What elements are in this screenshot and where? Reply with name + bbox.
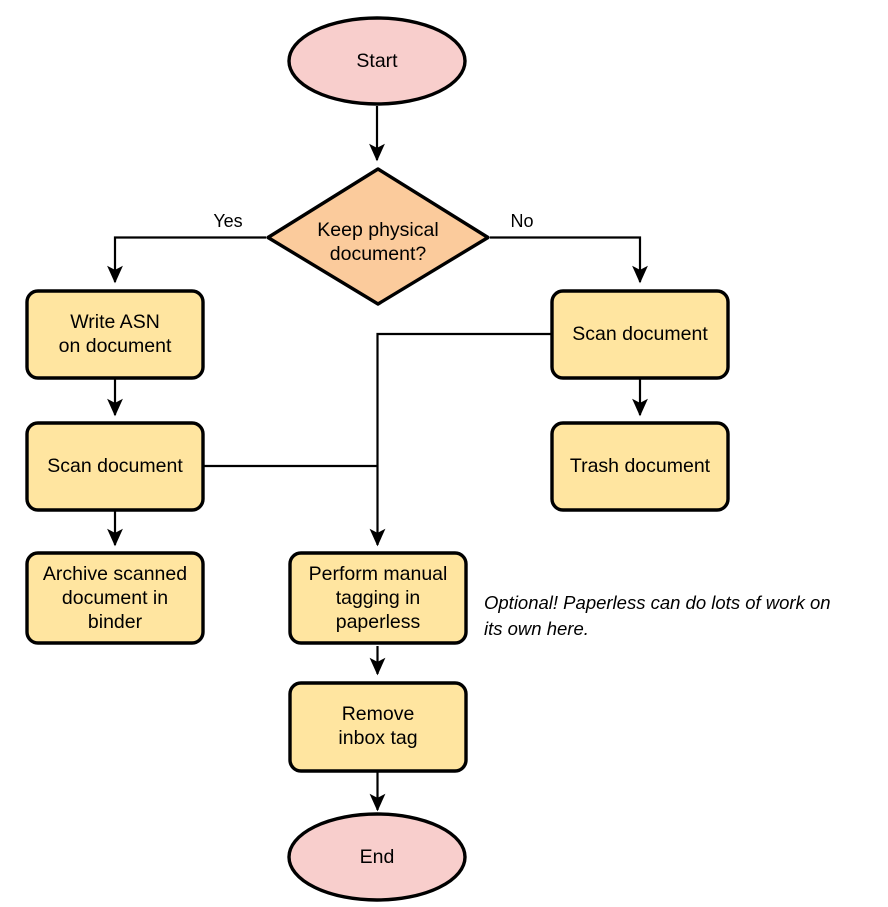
remove-inbox-label-line-2: inbox tag: [338, 727, 417, 749]
remove-inbox-tag-box[interactable]: [288, 681, 468, 773]
node-end[interactable]: End: [287, 812, 467, 902]
tagging-label-line-3: paperless: [336, 611, 421, 633]
write-asn-label-line-2: on document: [59, 335, 172, 357]
node-trash-document[interactable]: Trash document: [550, 421, 730, 512]
tagging-label-line-2: tagging in: [336, 587, 421, 609]
scan-document-left-box[interactable]: [25, 421, 205, 512]
node-scan-document-right[interactable]: Scan document: [550, 289, 730, 380]
edge-decision-yes-to-write-asn: [107, 236, 266, 284]
node-archive-scanned-document[interactable]: Archive scanned document in binder: [25, 551, 205, 645]
decision-label-line-1: Keep physical: [317, 219, 438, 241]
end-label: End: [360, 846, 395, 868]
edge-label-yes: Yes: [213, 211, 242, 231]
decision-diamond[interactable]: [266, 167, 490, 306]
node-remove-inbox-tag[interactable]: Remove inbox tag: [288, 681, 468, 773]
end-ellipse[interactable]: [287, 812, 467, 902]
node-decision-keep-physical-document[interactable]: Keep physical document?: [266, 167, 490, 306]
annotation-line-2: its own here.: [484, 618, 589, 639]
archive-box[interactable]: [25, 551, 205, 645]
node-scan-document-left[interactable]: Scan document: [25, 421, 205, 512]
node-perform-manual-tagging[interactable]: Perform manual tagging in paperless: [288, 551, 468, 645]
scan-document-left-label: Scan document: [47, 455, 183, 477]
tagging-box[interactable]: [288, 551, 468, 645]
trash-document-label: Trash document: [570, 455, 711, 477]
annotation-line-1: Optional! Paperless can do lots of work …: [484, 592, 831, 613]
tagging-label-line-1: Perform manual: [309, 563, 448, 585]
node-start[interactable]: Start: [287, 16, 467, 106]
annotation-optional-note: Optional! Paperless can do lots of work …: [484, 592, 831, 639]
edge-decision-no-to-scan-right: [490, 236, 648, 284]
start-ellipse[interactable]: [287, 16, 467, 106]
archive-label-line-1: Archive scanned: [43, 563, 187, 585]
decision-label-line-2: document?: [330, 243, 427, 265]
start-label: Start: [356, 50, 398, 72]
node-write-asn[interactable]: Write ASN on document: [25, 289, 205, 380]
write-asn-box[interactable]: [25, 289, 205, 380]
archive-label-line-3: binder: [88, 611, 143, 633]
edge-scan-right-to-tagging: [369, 332, 552, 547]
remove-inbox-label-line-1: Remove: [342, 703, 415, 725]
trash-document-box[interactable]: [550, 421, 730, 512]
scan-document-right-box[interactable]: [550, 289, 730, 380]
connector-layer: [107, 106, 648, 812]
scan-document-right-label: Scan document: [572, 323, 708, 345]
archive-label-line-2: document in: [62, 587, 168, 609]
write-asn-label-line-1: Write ASN: [70, 311, 160, 333]
edge-label-no: No: [510, 211, 533, 231]
